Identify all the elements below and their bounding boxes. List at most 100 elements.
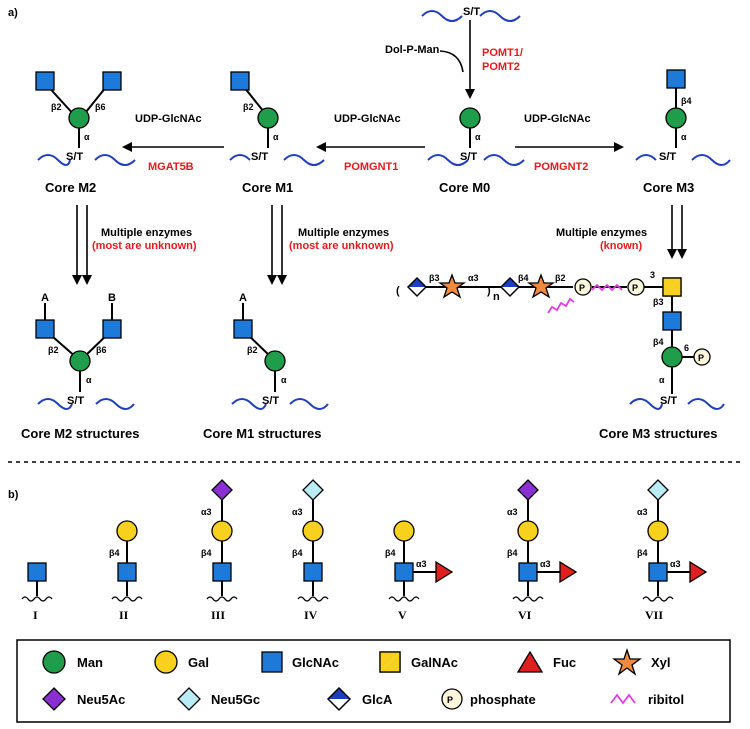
phosphate-symbol [627, 278, 645, 296]
donor-label: Dol-P-Man [385, 44, 440, 56]
core-m3-title: Core M3 [643, 180, 694, 195]
linkage-b2: β2 [51, 102, 62, 112]
legend-neu5ac-icon [42, 687, 66, 711]
linkage-b2: β2 [48, 345, 59, 355]
linkage-alpha: α [84, 132, 90, 142]
linkage-a3: α3 [416, 559, 427, 569]
legend-xyl-label: Xyl [651, 655, 671, 670]
phosphate-p: P [698, 353, 704, 363]
linkage-b4: β4 [637, 548, 648, 558]
man-symbol [661, 346, 683, 368]
legend-box [16, 639, 731, 723]
legend-phosphate-icon: P [441, 688, 463, 710]
repeat-n: n [493, 291, 500, 303]
legend-man-icon [42, 650, 66, 674]
label-vi: VI [518, 608, 532, 622]
phosphate-p: P [579, 283, 585, 293]
m3-multiple-enzymes: Multiple enzymes [556, 227, 647, 239]
phosphate-symbol [693, 348, 711, 366]
legend-neu5ac-label: Neu5Ac [77, 692, 125, 707]
branch-a: A [41, 292, 49, 304]
top-peptide: S/T [421, 6, 521, 22]
udp-glcnac-label-2: UDP-GlcNAc [524, 113, 591, 125]
label-ii: II [119, 608, 129, 622]
linkage-a3: α3 [637, 507, 648, 517]
m1-most-unknown: (most are unknown) [289, 240, 394, 252]
galnac-symbol [662, 277, 682, 297]
linkage-b4: β4 [653, 337, 664, 347]
linkage-a3: α3 [468, 273, 479, 283]
legend-glcnac-label: GlcNAc [292, 655, 339, 670]
linkage-a3: α3 [670, 559, 681, 569]
legend-glcnac-icon [261, 651, 283, 673]
m2-multiple-enzymes: Multiple enzymes [101, 227, 192, 239]
structure-i: I [21, 562, 53, 622]
ribitol-symbol [547, 297, 575, 314]
structure-iv: α3 β4 IV [292, 479, 329, 622]
linkage-b4: β4 [201, 548, 212, 558]
linkage-alpha: α [659, 375, 665, 385]
legend-phosphate-p: P [447, 695, 453, 705]
legend-galnac-label: GalNAc [411, 655, 458, 670]
core-m0-title: Core M0 [439, 180, 490, 195]
structure-iii: α3 β4 III [201, 479, 238, 622]
linkage-b2: β2 [247, 345, 258, 355]
core-m1-title: Core M1 [242, 180, 293, 195]
core-m3-structures-title: Core M3 structures [599, 426, 717, 441]
linkage-b2: β2 [555, 273, 566, 283]
structure-ii: β4 II [109, 520, 143, 622]
donor-curve [439, 50, 464, 73]
pomgnt1-label: POMGNT1 [344, 161, 398, 173]
pomgnt2-label: POMGNT2 [534, 161, 588, 173]
core-m1-glycan: β2 α S/T [229, 71, 325, 166]
core-m2-structure: A B β2 β6 α S/T [35, 292, 135, 410]
structure-vi: α3 β4 α3 VI [507, 479, 578, 622]
legend-glca-icon [327, 687, 351, 711]
linkage-b3: β3 [429, 273, 440, 283]
linkage-alpha: α [681, 132, 687, 142]
panel-a-label: a) [8, 7, 18, 19]
core-m2-structures-title: Core M2 structures [21, 426, 139, 441]
udp-glcnac-label: UDP-GlcNAc [334, 113, 401, 125]
core-m1-structures-title: Core M1 structures [203, 426, 321, 441]
st-label: S/T [660, 395, 677, 407]
linkage-b4: β4 [518, 273, 529, 283]
st-label: S/T [67, 395, 84, 407]
core-m2-title: Core M2 [45, 180, 96, 195]
st-label-top: S/T [463, 6, 480, 18]
udp-glcnac-label-3: UDP-GlcNAc [135, 113, 202, 125]
linkage-b4: β4 [109, 548, 120, 558]
m2-most-unknown: (most are unknown) [92, 240, 197, 252]
st-label: S/T [251, 151, 268, 163]
legend-neu5gc-icon [177, 687, 201, 711]
xyl-symbol [526, 273, 556, 299]
label-i: I [33, 608, 38, 622]
st-label: S/T [460, 151, 477, 163]
linkage-a3: α3 [292, 507, 303, 517]
linkage-b3: β3 [653, 297, 664, 307]
legend-galnac-icon [379, 651, 401, 673]
legend-fuc-label: Fuc [553, 655, 576, 670]
linkage-alpha: α [273, 132, 279, 142]
m3-known: (known) [600, 240, 642, 252]
linkage-a3: α3 [540, 559, 551, 569]
legend-neu5gc-label: Neu5Gc [211, 692, 260, 707]
linkage-alpha: α [281, 375, 287, 385]
legend-glca-label: GlcA [362, 692, 393, 707]
legend-ribitol-icon [610, 693, 636, 705]
st-label: S/T [659, 151, 676, 163]
phosphate-p: P [632, 283, 638, 293]
legend-fuc-icon [516, 650, 544, 673]
linkage-pos6: 6 [684, 343, 689, 353]
legend-xyl-icon [612, 647, 642, 676]
glcnac-symbol [662, 311, 682, 331]
panel-b-label: b) [8, 489, 19, 501]
linkage-b2: β2 [243, 102, 254, 112]
linkage-b6: β6 [96, 345, 107, 355]
linkage-a3: α3 [507, 507, 518, 517]
label-v: V [398, 608, 407, 622]
st-label: S/T [66, 151, 83, 163]
linkage-a3: α3 [201, 507, 212, 517]
pomt1-label: POMT1/ [482, 47, 523, 59]
structure-v: β4 α3 V [385, 520, 454, 622]
